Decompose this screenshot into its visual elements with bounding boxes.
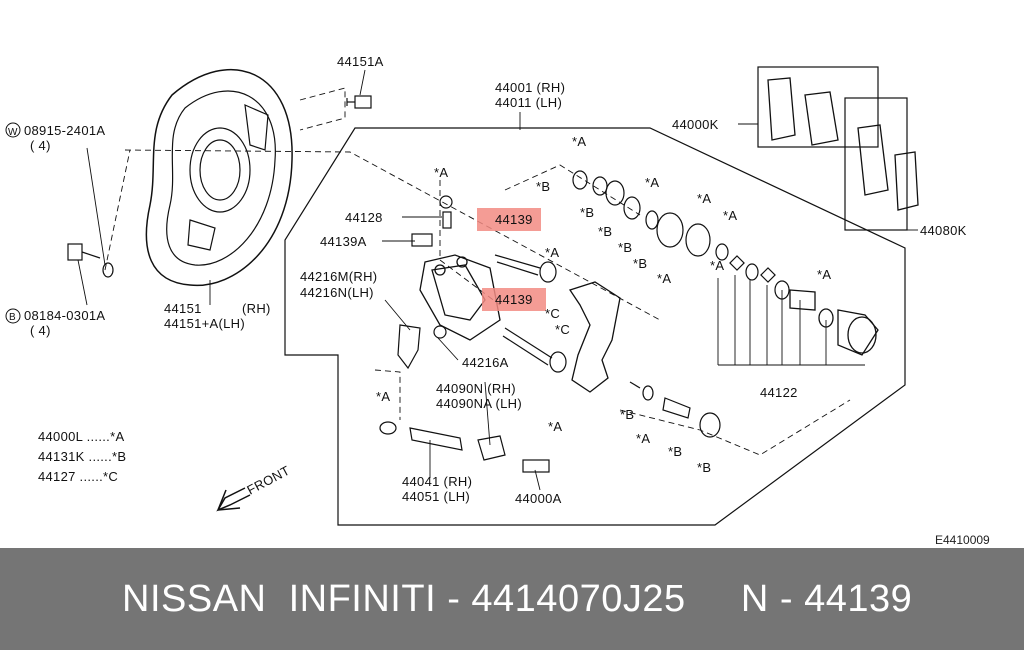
marker-a: *A bbox=[723, 208, 737, 223]
callout-44051: 44051 (LH) bbox=[402, 489, 470, 504]
brake-caliper-parts-diagram: W B 44151A 44001 (RH) 44011 (LH) 44000K … bbox=[5, 54, 967, 526]
marker-b: *B bbox=[618, 240, 632, 255]
marker-a: *A bbox=[817, 267, 831, 282]
shim-kit-box bbox=[844, 97, 908, 231]
washer-08915-part bbox=[102, 262, 114, 278]
callout-08915: 08915-2401A bbox=[24, 123, 105, 138]
marker-a: *A bbox=[636, 431, 650, 446]
part-number-footer: NISSAN INFINITI - 4414070J25 N - 44139 bbox=[0, 548, 1024, 650]
circle-w-label: W bbox=[8, 127, 18, 138]
marker-b: *B bbox=[668, 444, 682, 459]
marker-c: *C bbox=[545, 306, 560, 321]
callout-44000k: 44000K bbox=[672, 117, 719, 132]
marker-b: *B bbox=[620, 407, 634, 422]
circle-b-icon bbox=[5, 308, 21, 324]
bolt-44139a-part bbox=[411, 233, 433, 247]
callout-44139-mid: 44139 bbox=[495, 292, 533, 307]
drawing-code-label: E4410009 bbox=[935, 533, 990, 547]
callout-44139a: 44139A bbox=[320, 234, 367, 249]
circle-w-icon bbox=[5, 122, 21, 138]
assembly-boundary bbox=[284, 127, 906, 526]
marker-a: *A bbox=[710, 258, 724, 273]
callout-08184: 08184-0301A bbox=[24, 308, 105, 323]
marker-a: *A bbox=[376, 389, 390, 404]
callout-44216m: 44216M(RH) bbox=[300, 269, 377, 284]
adjuster-part bbox=[629, 381, 721, 438]
callout-44128: 44128 bbox=[345, 210, 383, 225]
caliper-body-part bbox=[419, 254, 501, 341]
marker-a: *A bbox=[572, 134, 586, 149]
front-arrow-icon bbox=[216, 487, 251, 512]
marker-b: *B bbox=[598, 224, 612, 239]
legend-line-3: 44127 ......*C bbox=[38, 469, 118, 484]
callout-44041: 44041 (RH) bbox=[402, 474, 472, 489]
boot-part bbox=[477, 435, 506, 461]
callout-44139-top: 44139 bbox=[495, 212, 533, 227]
parking-shaft-part bbox=[379, 421, 463, 451]
marker-b: *B bbox=[633, 256, 647, 271]
bolt-08184-part bbox=[67, 243, 101, 261]
marker-a: *A bbox=[657, 271, 671, 286]
highlight-44139-top bbox=[477, 208, 541, 231]
pad-kit-box bbox=[757, 66, 879, 148]
footer-part-text: NISSAN INFINITI - 4414070J25 N - 44139 bbox=[122, 577, 913, 620]
front-label: FRONT bbox=[244, 463, 292, 498]
highlight-44139-mid bbox=[482, 288, 546, 311]
slide-pins-part bbox=[494, 254, 567, 373]
marker-a: *A bbox=[545, 245, 559, 260]
callout-44001: 44001 (RH) bbox=[495, 80, 565, 95]
piston-part bbox=[789, 289, 879, 356]
legend-line-2: 44131K ......*B bbox=[38, 449, 126, 464]
callout-44151a: 44151A bbox=[337, 54, 384, 69]
callout-08184-qty: ( 4) bbox=[30, 323, 51, 338]
backing-plate-part bbox=[145, 69, 293, 287]
callout-44011: 44011 (LH) bbox=[495, 95, 562, 110]
callout-44090n: 44090N (RH) bbox=[436, 381, 516, 396]
brake-pads-part bbox=[767, 77, 919, 211]
bolt-44151a-part bbox=[346, 95, 372, 109]
marker-a: *A bbox=[434, 165, 448, 180]
bolt-44216a-part bbox=[433, 325, 447, 339]
marker-a: *A bbox=[548, 419, 562, 434]
callout-08915-qty: ( 4) bbox=[30, 138, 51, 153]
leader-lines bbox=[77, 69, 918, 491]
legend-line-1: 44000L ......*A bbox=[38, 429, 124, 444]
callout-44151: 44151 bbox=[164, 301, 202, 316]
bleeder-screw-part bbox=[439, 195, 453, 229]
parking-lever-part bbox=[397, 324, 421, 370]
marker-c: *C bbox=[555, 322, 570, 337]
marker-a: *A bbox=[645, 175, 659, 190]
callout-44000a: 44000A bbox=[515, 491, 562, 506]
marker-a: *A bbox=[697, 191, 711, 206]
callout-44151-rh: (RH) bbox=[242, 301, 271, 316]
marker-b: *B bbox=[580, 205, 594, 220]
caliper-bracket-part bbox=[568, 281, 621, 393]
callout-44090na: 44090NA (LH) bbox=[436, 396, 522, 411]
callout-44216n: 44216N(LH) bbox=[300, 285, 374, 300]
bolt-44000a-part bbox=[522, 459, 550, 473]
marker-b: *B bbox=[697, 460, 711, 475]
callout-44122: 44122 bbox=[760, 385, 798, 400]
circle-b-label: B bbox=[9, 312, 16, 323]
callout-44080k: 44080K bbox=[920, 223, 967, 238]
callout-44216a: 44216A bbox=[462, 355, 509, 370]
marker-b: *B bbox=[536, 179, 550, 194]
callout-44151a-lh: 44151+A(LH) bbox=[164, 316, 245, 331]
seal-kit-part bbox=[572, 170, 790, 300]
